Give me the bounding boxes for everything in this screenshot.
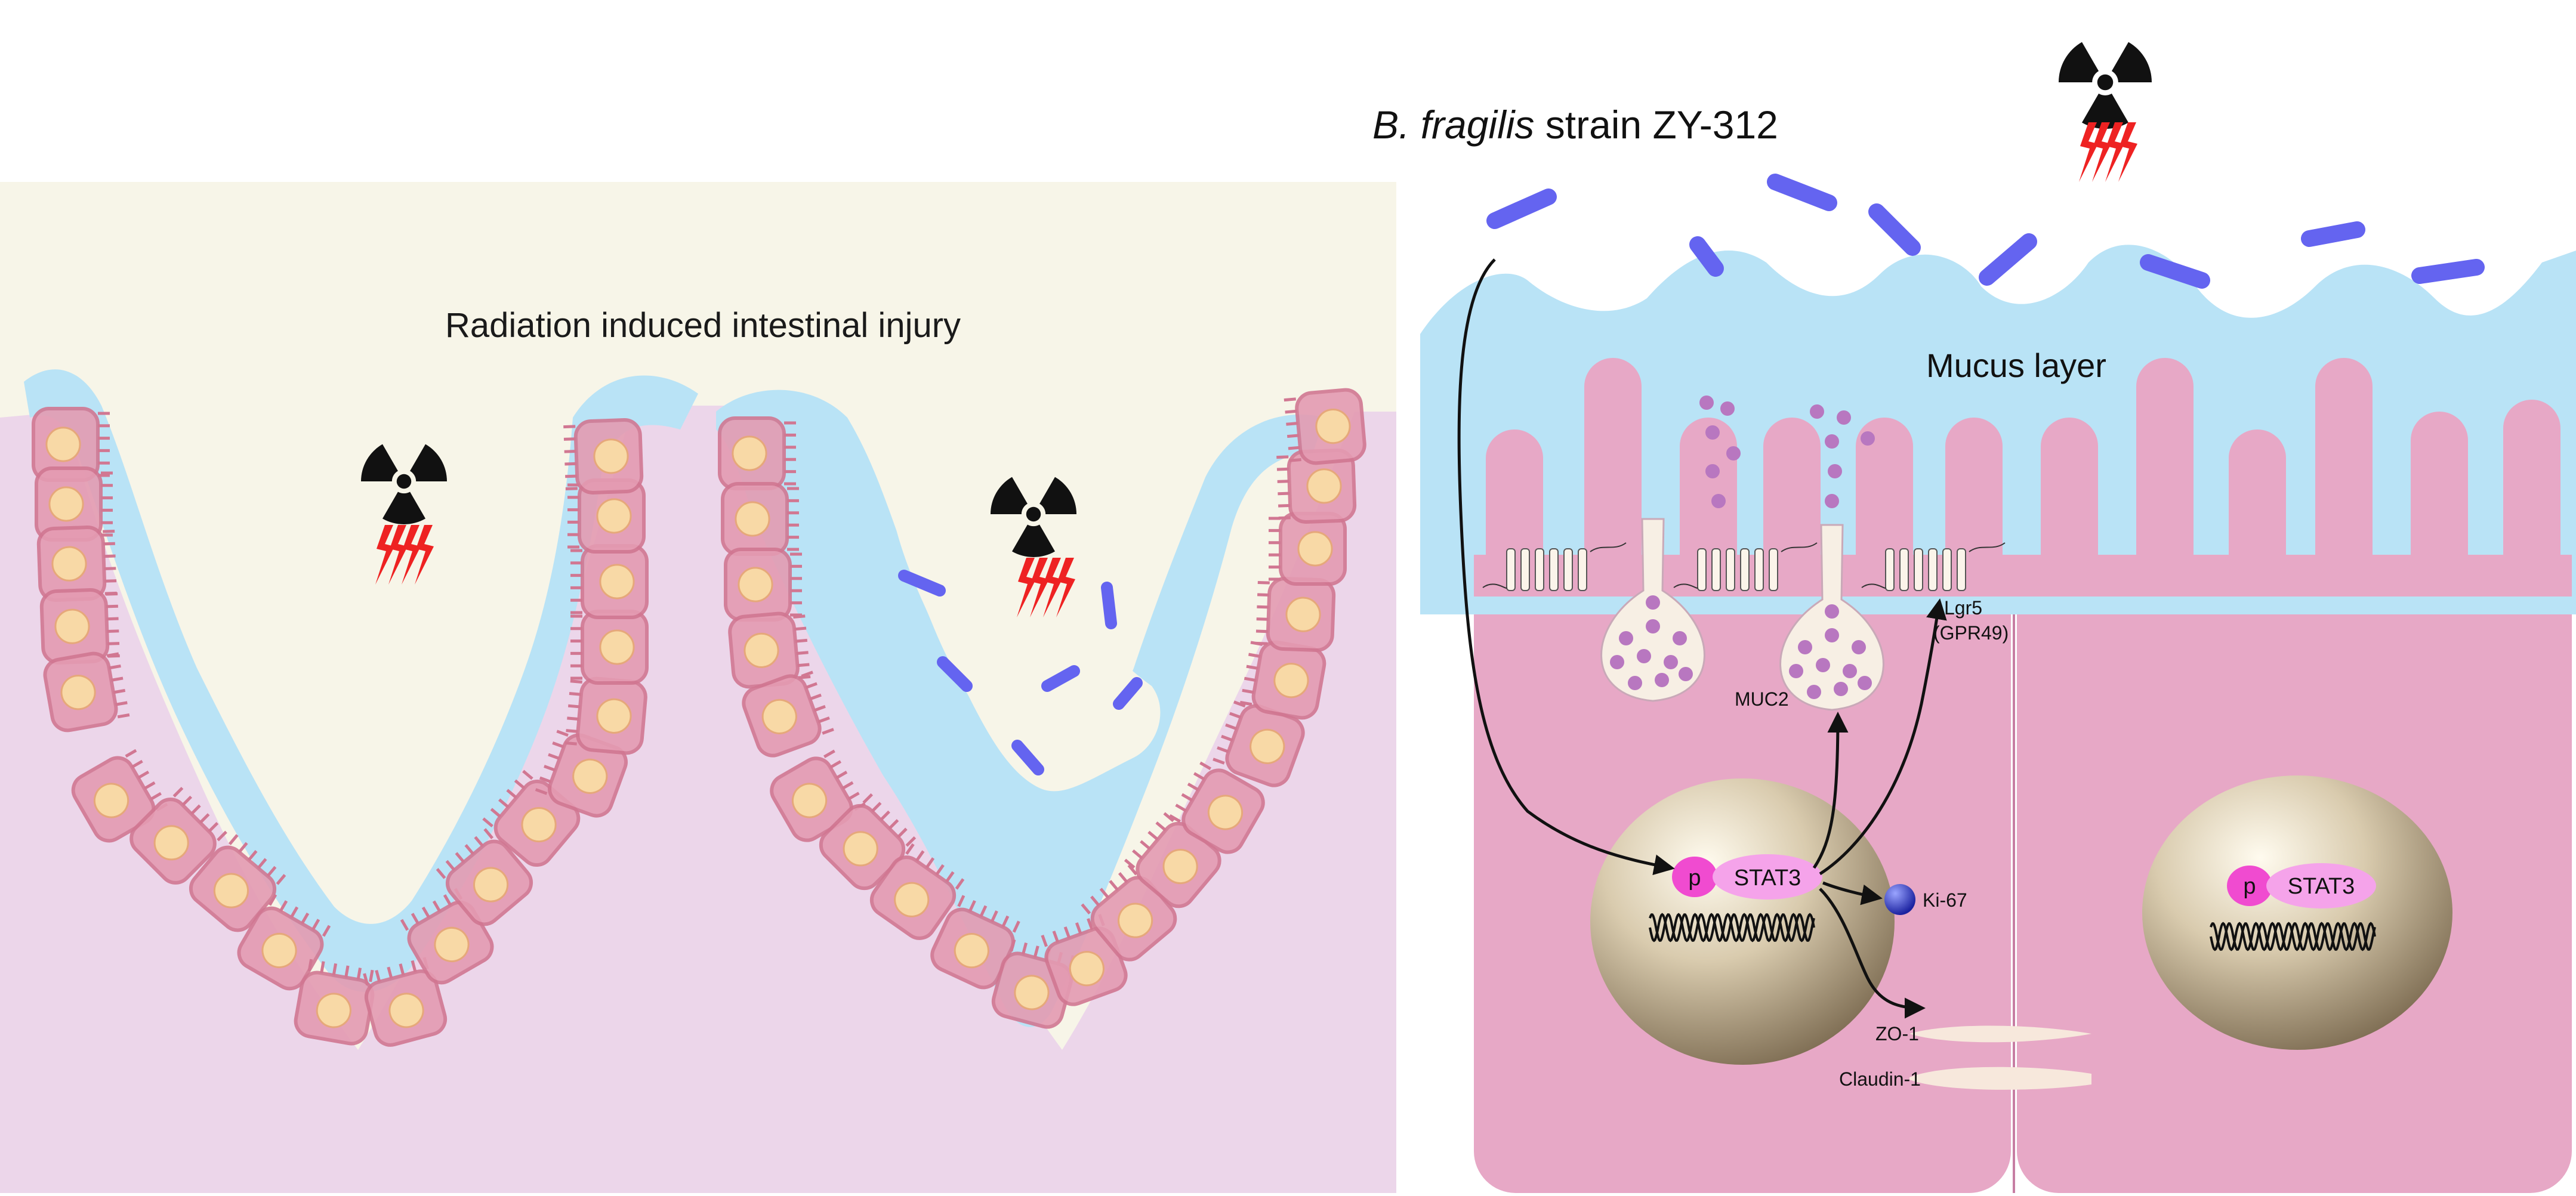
zo1-label: ZO-1 bbox=[1875, 1023, 1919, 1044]
bacterium-icon bbox=[937, 656, 973, 692]
bacterium-icon bbox=[1113, 677, 1143, 710]
stat3-badge bbox=[1713, 854, 1822, 900]
p-badge bbox=[2227, 866, 2272, 906]
strain-label-rest: strain ZY-312 bbox=[1534, 103, 1778, 147]
nucleus-left: p STAT3 bbox=[1590, 778, 1895, 1065]
dna-helix-icon bbox=[1649, 913, 1815, 942]
right-panel: p STAT3 p STAT3 bbox=[1372, 42, 2576, 1193]
radiation-icon bbox=[361, 444, 447, 524]
signaling-arrows bbox=[1457, 258, 1947, 1019]
mucin-granules bbox=[1699, 395, 1875, 508]
bacterium-icon bbox=[1689, 236, 1724, 277]
radiation-bolt-icon bbox=[1017, 558, 1075, 617]
bacterium-icon bbox=[1041, 665, 1080, 692]
dna-helix-icon bbox=[1649, 913, 1815, 942]
stat3-label: STAT3 bbox=[2288, 874, 2355, 899]
bacterium-icon bbox=[1486, 188, 1557, 229]
bacteria-right-panel bbox=[1486, 174, 2485, 289]
bacteria-left-panel bbox=[898, 570, 1143, 775]
left-crypt-cells bbox=[32, 407, 649, 1047]
bacterium-icon bbox=[2140, 254, 2210, 289]
bacterium-icon bbox=[1868, 203, 1921, 256]
p-label: p bbox=[1688, 866, 1701, 891]
radiation-bolt-icon bbox=[375, 525, 434, 585]
left-panel: Radiation induced intestinal injury bbox=[0, 182, 1396, 1193]
strain-label-italic: B. fragilis bbox=[1372, 103, 1534, 147]
stat3-label: STAT3 bbox=[1734, 866, 1801, 891]
bacterium-icon bbox=[1011, 740, 1044, 775]
left-panel-title: Radiation induced intestinal injury bbox=[445, 306, 961, 345]
p-badge bbox=[1672, 857, 1717, 897]
mucus-layer-right bbox=[716, 390, 1325, 1027]
dna-helix-icon bbox=[2210, 922, 2376, 951]
radiation-icon bbox=[991, 477, 1076, 557]
muc2-label: MUC2 bbox=[1735, 688, 1789, 710]
lgr5-label: Lgr5 bbox=[1944, 597, 1982, 619]
bacterium-icon bbox=[1767, 174, 1837, 211]
bacterium-icon bbox=[1979, 233, 2037, 286]
arrow-stat3-to-muc2 bbox=[1812, 712, 1849, 869]
arrow-stat3-to-lgr5 bbox=[1819, 598, 1947, 876]
right-crypt-cells bbox=[718, 388, 1366, 1029]
radiation-icon bbox=[2059, 42, 2152, 129]
tissue-background bbox=[0, 406, 1396, 1193]
bacterium-icon bbox=[2301, 221, 2365, 247]
dna-helix-icon bbox=[2210, 922, 2376, 951]
radiation-bolt-icon bbox=[2079, 122, 2137, 182]
claudin1-protein bbox=[1909, 1067, 2091, 1090]
lgr5-receptors bbox=[1482, 542, 2006, 591]
goblet-cell-2 bbox=[1779, 524, 1884, 711]
arrow-bacteria-to-stat3 bbox=[1457, 258, 1675, 876]
crypt-lumen-right bbox=[895, 419, 1161, 792]
zo1-protein bbox=[1909, 1025, 2091, 1043]
gpr49-label: (GPR49) bbox=[1933, 622, 2009, 644]
bacterium-icon bbox=[898, 570, 946, 597]
strain-label: B. fragilis strain ZY-312 bbox=[1372, 103, 1778, 147]
goblet-cell-1 bbox=[1600, 518, 1705, 702]
stat3-badge bbox=[2266, 863, 2376, 908]
mucus-layer-label: Mucus layer bbox=[1926, 347, 2106, 384]
claudin1-label: Claudin-1 bbox=[1839, 1068, 1921, 1090]
ki67-label: Ki-67 bbox=[1923, 889, 1967, 911]
ki67-sphere bbox=[1884, 884, 1915, 915]
arrow-stat3-to-ki67 bbox=[1822, 881, 1883, 906]
p-label: p bbox=[2243, 874, 2256, 899]
bacterium-icon bbox=[1101, 582, 1117, 629]
bacterium-icon bbox=[2411, 259, 2485, 284]
nucleus-right: p STAT3 bbox=[2142, 775, 2452, 1050]
arrow-stat3-to-zo1 bbox=[1819, 888, 1926, 1019]
